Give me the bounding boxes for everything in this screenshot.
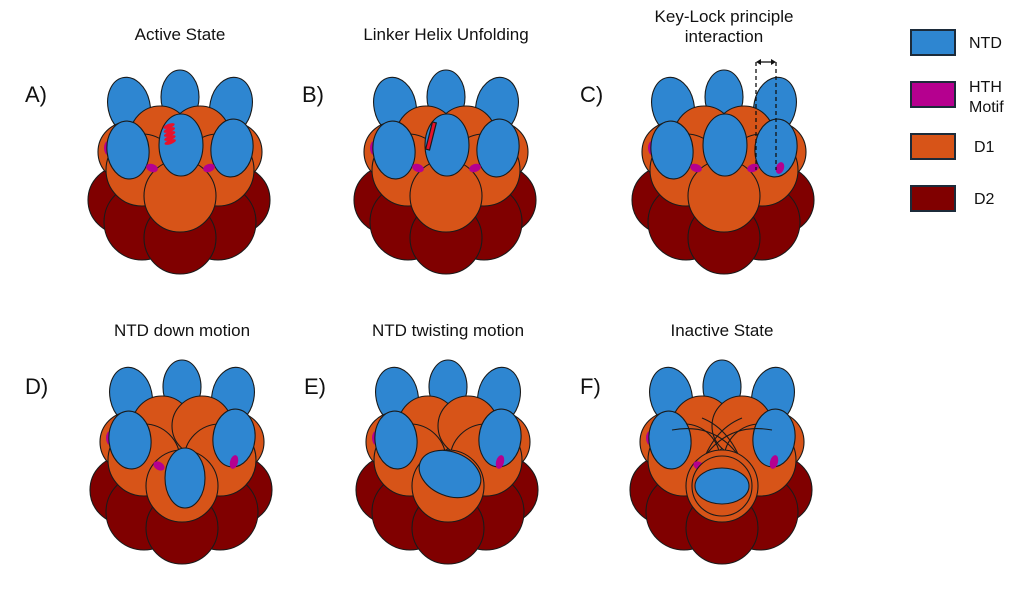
helix-turn (163, 131, 176, 137)
complex-inactive (629, 359, 813, 565)
arrow-head-left (756, 59, 761, 65)
hth-motif (775, 162, 785, 174)
legend-item-d2: D2 (910, 185, 995, 212)
hth-motif (469, 163, 481, 173)
legend-swatch (910, 133, 956, 160)
panel-label: B) (302, 82, 324, 107)
panel-title: Linker Helix Unfolding (363, 25, 528, 44)
ntd-domain (648, 410, 692, 470)
hth-motif (690, 163, 702, 173)
complex-active (87, 69, 271, 275)
helix-turn (164, 135, 176, 141)
panel-title: Key-Lock principle (655, 7, 794, 26)
ntd-domain-front (158, 113, 204, 177)
hth-motif (229, 455, 239, 469)
hth-motif (203, 163, 215, 173)
helix-turn (163, 123, 175, 129)
key-lock-indicator (755, 59, 777, 170)
panel-title: Inactive State (670, 321, 773, 340)
linker-helix (163, 123, 176, 145)
arrow-head-right (771, 59, 776, 65)
hth-motif (146, 163, 158, 173)
ntd-domain-front (418, 449, 482, 499)
ntd-domain (210, 118, 254, 178)
panel-label: F) (580, 374, 601, 399)
legend-swatch (910, 81, 956, 108)
ntd-domain (106, 120, 150, 180)
panel-title: NTD twisting motion (372, 321, 524, 340)
panel-label: A) (25, 82, 47, 107)
complex-keylock (631, 59, 815, 275)
legend-item-ntd: NTD (910, 29, 1002, 56)
legend-item-hth: HTH Motif (910, 79, 1004, 116)
unfolded-linker (424, 121, 438, 151)
legend-item-d1: D1 (910, 133, 995, 160)
ntd-domain-front (702, 113, 748, 177)
panel-title: Active State (135, 25, 226, 44)
panel-title: NTD down motion (114, 321, 250, 340)
ntd-domain (108, 410, 152, 470)
hth-motif (412, 163, 424, 173)
legend-label: NTD (969, 35, 1002, 52)
helix-turn (164, 139, 176, 145)
ntd-domain (650, 120, 694, 180)
complex-twist (355, 359, 539, 565)
ntd-domain-front (424, 113, 470, 177)
legend-label: Motif (969, 99, 1004, 116)
complex-down (89, 359, 273, 565)
hth-motif (747, 163, 759, 173)
ntd-domain (476, 118, 520, 178)
legend-swatch (910, 185, 956, 212)
ntd-domain (374, 410, 418, 470)
complex-unfold (353, 69, 537, 275)
panel-label: E) (304, 374, 326, 399)
legend-label: D1 (974, 139, 995, 156)
hth-motif (495, 455, 505, 469)
ntd-domain (372, 120, 416, 180)
panel-title: interaction (685, 27, 763, 46)
panel-label: C) (580, 82, 603, 107)
ntd-domain-front (694, 467, 750, 505)
hth-motif (769, 455, 779, 469)
helix-turn (163, 127, 175, 133)
hth-motif (153, 461, 165, 471)
legend-swatch (910, 29, 956, 56)
legend-label: HTH (969, 79, 1002, 96)
legend-label: D2 (974, 191, 995, 208)
ntd-domain-front (164, 447, 206, 509)
panel-label: D) (25, 374, 48, 399)
